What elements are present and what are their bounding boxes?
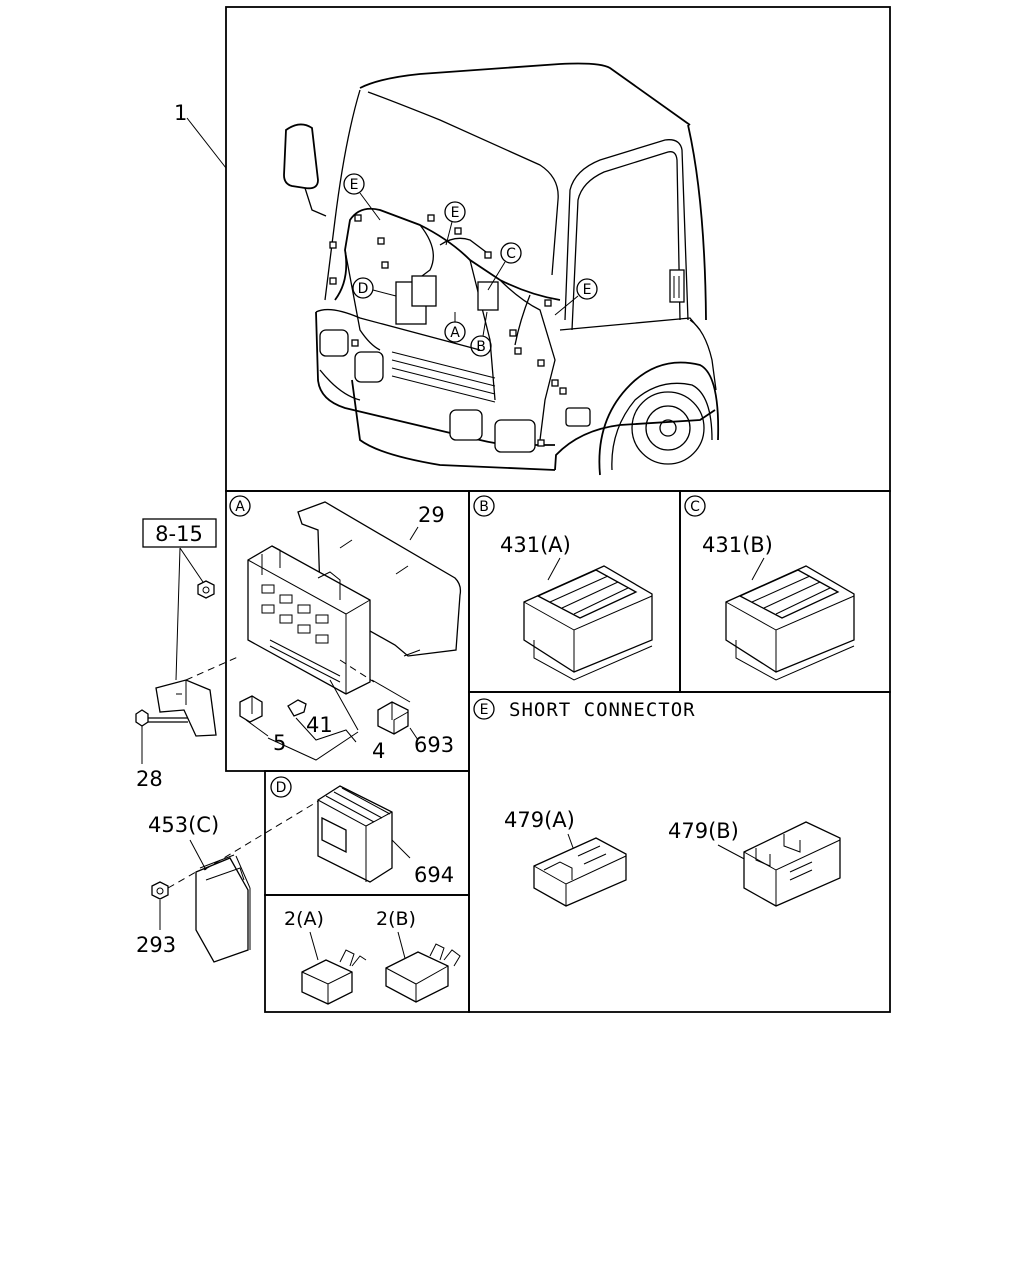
- marker-e-1-letter: E: [350, 177, 359, 193]
- marker-e-3-letter: E: [583, 282, 592, 298]
- marker-d-letter: D: [358, 281, 369, 297]
- main-view-frame: [225, 6, 891, 492]
- detail-a-fuse-box: A 29 5: [229, 495, 462, 763]
- harness-connector-dots: [329, 214, 567, 447]
- detail-e-badge: [473, 698, 495, 720]
- group-ref-box: [142, 518, 217, 548]
- detail-c-letter: C: [690, 499, 700, 515]
- callout-1: 1: [174, 101, 187, 125]
- callout-431a: 431(A): [500, 533, 571, 557]
- callout-693: 693: [414, 733, 454, 757]
- callout-41: 41: [306, 713, 333, 737]
- marker-e-2: [444, 201, 466, 223]
- detail-d-module: D 694: [270, 776, 454, 887]
- detail-d-letter: D: [276, 780, 287, 796]
- detail-c-relay: C 431(B): [684, 495, 855, 681]
- detail-b-relay: B 431(A): [473, 495, 653, 681]
- main-view-markers: E E C E D A B: [343, 173, 598, 357]
- fuse-slots: [261, 584, 341, 683]
- detail-a-letter: A: [235, 499, 245, 515]
- callout-8-15: 8-15: [155, 522, 203, 546]
- callout-2a: 2(A): [284, 908, 324, 930]
- relay-2-frame: [264, 894, 470, 1013]
- detail-c-badge: [684, 495, 706, 517]
- marker-e-2-letter: E: [451, 205, 460, 221]
- callout-4: 4: [372, 739, 385, 763]
- marker-e-1: [343, 173, 365, 195]
- callout-2b: 2(B): [376, 908, 416, 930]
- relay-2-pair: 2(A) 2(B): [284, 908, 461, 1005]
- callout-479b: 479(B): [668, 819, 739, 843]
- detail-a-badge: [229, 495, 251, 517]
- callout-5: 5: [273, 731, 286, 755]
- marker-c: [500, 242, 522, 264]
- detail-b-letter: B: [479, 499, 489, 515]
- detail-e-short-connector: E SHORT CONNECTOR 479(A) 479(B): [473, 698, 841, 907]
- callout-29: 29: [418, 503, 445, 527]
- marker-c-letter: C: [506, 246, 516, 262]
- left-loose-parts: 8-15 28 453(C) 293: [135, 518, 321, 963]
- leader-1: [186, 117, 227, 169]
- short-connector-title: SHORT CONNECTOR: [509, 699, 696, 721]
- truck-cab-drawing: [283, 62, 720, 476]
- detail-b-badge: [473, 495, 495, 517]
- callout-694: 694: [414, 863, 454, 887]
- marker-e-3: [576, 278, 598, 300]
- callout-453c: 453(C): [148, 813, 219, 837]
- callout-479a: 479(A): [504, 808, 575, 832]
- callout-431b: 431(B): [702, 533, 773, 557]
- detail-d-badge: [270, 776, 292, 798]
- marker-a-letter: A: [450, 325, 460, 341]
- marker-d: [352, 277, 374, 299]
- marker-b-letter: B: [476, 339, 486, 355]
- detail-e-letter: E: [480, 702, 489, 718]
- callout-28: 28: [136, 767, 163, 791]
- panel-frames: [225, 6, 891, 1013]
- marker-b: [470, 335, 492, 357]
- callout-293: 293: [136, 933, 176, 957]
